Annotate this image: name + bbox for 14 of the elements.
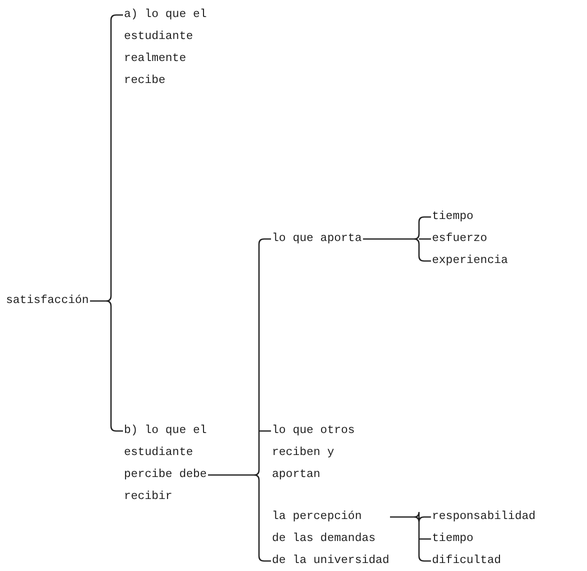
outline-term: satisfacción (6, 290, 89, 312)
curly-brace (389, 511, 432, 562)
outline-term: b) lo que el estudiante percibe debe recibir (124, 420, 207, 508)
outline-term: responsabilidad (432, 506, 536, 528)
outline-term: la percepción de las demandas de la universidad (272, 506, 390, 571)
outline-term: a) lo que el estudiante realmente recibe (124, 4, 207, 92)
outline-term: lo que otros reciben y aportan (272, 420, 355, 486)
outline-term: dificultad (432, 550, 502, 571)
outline-term: tiempo (432, 528, 474, 550)
curly-brace (362, 216, 432, 262)
outline-term: tiempo (432, 206, 474, 228)
outline-term: lo que aporta (272, 228, 362, 250)
outline-term: esfuerzo (432, 228, 488, 250)
outline-term: experiencia (432, 250, 508, 272)
